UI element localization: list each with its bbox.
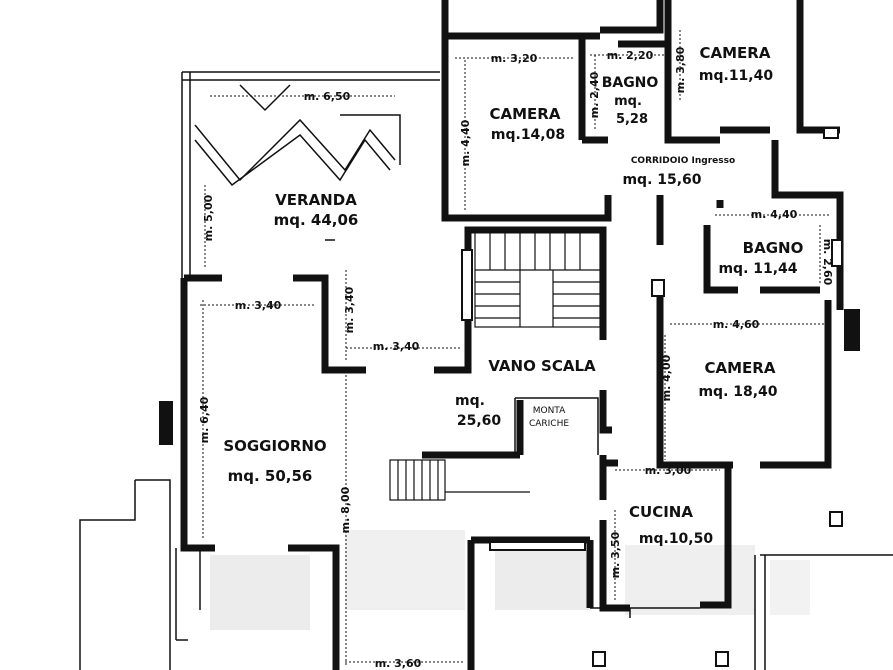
dim-340b: m. 3,40 — [343, 286, 356, 333]
veranda-area: mq. 44,06 — [274, 211, 359, 229]
dimension-labels: m. 6,50 m. 5,00 m. 3,40 m. 3,40 m. 3,40 … — [198, 46, 834, 670]
veranda-zigzag — [194, 84, 401, 187]
room-labels: VERANDA mq. 44,06 SOGGIORNO mq. 50,56 CA… — [223, 44, 803, 547]
bagno2-area: mq. 11,44 — [718, 261, 797, 277]
dim-380: m. 3,80 — [674, 46, 687, 93]
dim-440a: m. 4,40 — [459, 119, 472, 166]
staircase — [389, 231, 601, 501]
camera3-name: CAMERA — [705, 359, 776, 377]
dim-350: m. 3,50 — [609, 531, 622, 578]
dim-800: m. 8,00 — [339, 486, 352, 533]
soggiorno-area: mq. 50,56 — [228, 467, 313, 485]
cucina-area: mq.10,50 — [639, 531, 713, 547]
vano-scala-name: VANO SCALA — [488, 357, 596, 375]
bagno1-area: 5,28 — [616, 112, 648, 127]
bagno2-name: BAGNO — [743, 239, 804, 257]
veranda-name: VERANDA — [275, 191, 357, 209]
bagno1-name: BAGNO — [602, 75, 659, 91]
camera2-area: mq.11,40 — [699, 68, 773, 84]
dim-240: m. 2,40 — [588, 71, 601, 118]
corridoio-area: mq. 15,60 — [622, 172, 701, 188]
vano-scala-area: 25,60 — [457, 413, 502, 429]
camera1-name: CAMERA — [490, 105, 561, 123]
dim-400: m. 4,00 — [660, 354, 673, 401]
blurred-areas — [210, 530, 810, 630]
dim-340c: m. 3,40 — [373, 340, 420, 353]
openings — [159, 127, 860, 667]
dim-640: m. 6,40 — [198, 396, 211, 443]
dim-340a: m. 3,40 — [235, 299, 282, 312]
camera2-name: CAMERA — [700, 44, 771, 62]
dim-220: m. 2,20 — [607, 49, 654, 62]
camera3-area: mq. 18,40 — [698, 384, 777, 400]
montacarichi-line2: CARICHE — [529, 419, 569, 429]
soggiorno-name: SOGGIORNO — [223, 437, 326, 455]
corridoio-name: CORRIDOIO Ingresso — [631, 156, 735, 166]
dimension-lines — [200, 30, 830, 665]
dim-440b: m. 4,40 — [751, 208, 798, 221]
montacarichi-line1: MONTA — [533, 406, 566, 416]
dim-300: m. 3,00 — [645, 464, 692, 477]
camera1-area: mq.14,08 — [491, 127, 565, 143]
vano-scala-mq: mq. — [455, 393, 485, 409]
dim-320: m. 3,20 — [491, 52, 538, 65]
dim-260: m. 2,60 — [821, 239, 834, 286]
dim-360: m. 3,60 — [375, 657, 422, 670]
cucina-name: CUCINA — [629, 503, 693, 521]
bagno1-mq: mq. — [614, 94, 642, 109]
dim-650: m. 6,50 — [304, 90, 351, 103]
dim-460: m. 4,60 — [713, 318, 760, 331]
dim-500: m. 5,00 — [202, 194, 215, 241]
